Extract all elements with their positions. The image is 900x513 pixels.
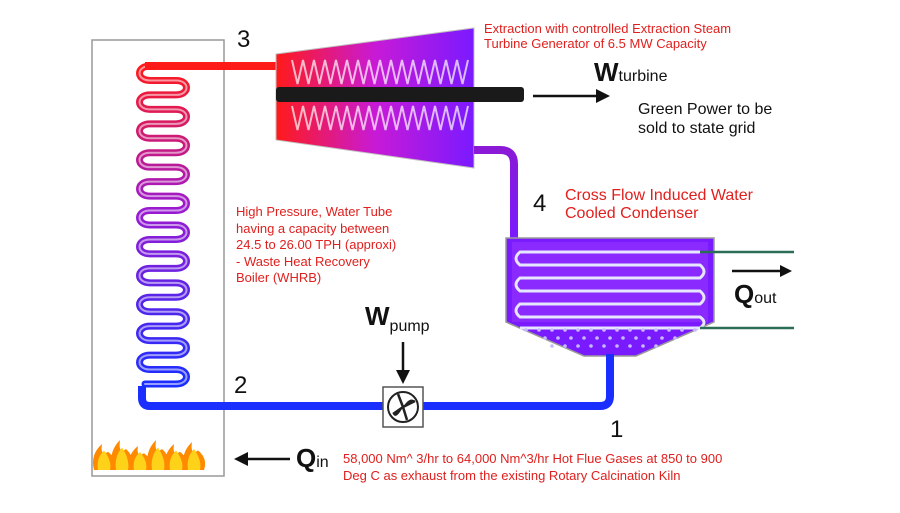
green-power-line: sold to state grid (638, 120, 756, 138)
q-out-symbol: Q (734, 279, 755, 309)
condenser-note: Cross Flow Induced Water Cooled Condense… (565, 187, 753, 222)
w-pump-symbol: W (365, 301, 390, 331)
boiler-note: High Pressure, Water Tube having a capac… (236, 204, 396, 287)
flue-gas-note: 58,000 Nm^ 3/hr to 64,000 Nm^3/hr Hot Fl… (343, 451, 722, 485)
boiler-note-line: High Pressure, Water Tube (236, 204, 393, 219)
turbine-shaft (276, 87, 524, 102)
pump-fan-icon (387, 391, 419, 423)
condenser-inner (512, 242, 708, 322)
condensate-pipe (138, 354, 614, 410)
flue-gas-note-line: Deg C as exhaust from the existing Rotar… (343, 467, 681, 483)
flue-gas-note-line: 58,000 Nm^ 3/hr to 64,000 Nm^3/hr Hot Fl… (343, 451, 723, 466)
exhaust-pipe (474, 146, 518, 240)
q-in-symbol: Q (296, 443, 317, 473)
condenser-note-line: Cross Flow Induced Water (565, 187, 753, 204)
condensate-drops (524, 328, 697, 348)
q-in-label: Qin (296, 443, 329, 474)
boiler-frame (91, 39, 225, 477)
condenser-note-line: Cooled Condenser (565, 204, 699, 222)
w-pump-label: Wpump (365, 301, 430, 335)
turbine-blades (291, 59, 469, 131)
w-pump-subscript: pump (389, 318, 430, 335)
flame-icon (93, 440, 206, 470)
w-turbine-symbol: W (594, 57, 619, 87)
turbine-note-line: Extraction with controlled Extraction St… (484, 21, 732, 36)
hot-steam-pipe (145, 62, 285, 70)
green-power-line: Green Power to be (638, 101, 773, 118)
state-label-2: 2 (234, 372, 248, 399)
boiler-coil-inner (138, 65, 188, 385)
w-pump-arrow (396, 342, 410, 384)
state-label-1: 1 (610, 416, 624, 443)
w-turbine-label: Wturbine (594, 57, 668, 88)
q-out-subscript: out (754, 290, 777, 307)
state-label-3: 3 (237, 26, 251, 53)
q-in-subscript: in (316, 454, 329, 471)
boiler-note-line: - Waste Heat Recovery (236, 253, 370, 269)
w-turbine-subscript: turbine (618, 68, 668, 85)
turbine-note: Extraction with controlled Extraction St… (484, 21, 732, 52)
boiler-note-line: having a capacity between (236, 220, 390, 236)
boiler-note-line: Boiler (WHRB) (236, 270, 322, 285)
turbine-note-line: Turbine Generator of 6.5 MW Capacity (484, 35, 707, 51)
w-turbine-arrow (533, 89, 610, 103)
green-power-note: Green Power to be sold to state grid (638, 100, 772, 138)
q-out-arrow (732, 265, 792, 277)
condenser-cooling-coil (514, 250, 706, 330)
q-in-arrow (234, 452, 290, 466)
q-out-label: Qout (734, 279, 777, 310)
boiler-note-line: 24.5 to 26.00 TPH (approxi) (236, 237, 397, 252)
state-label-4: 4 (533, 190, 547, 217)
